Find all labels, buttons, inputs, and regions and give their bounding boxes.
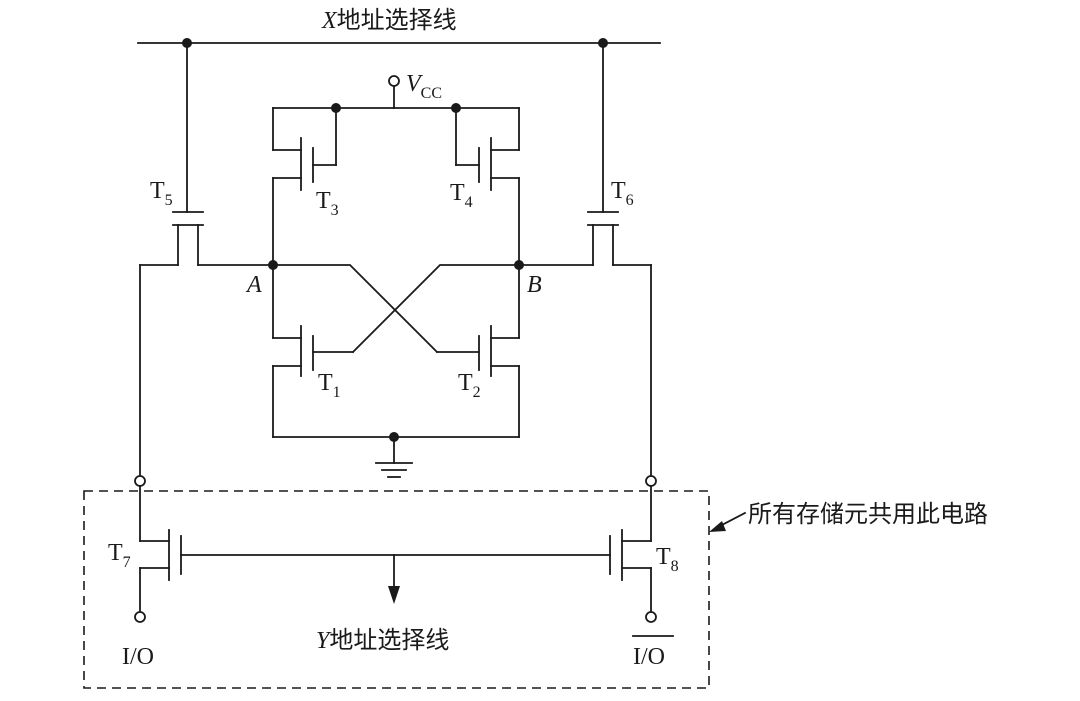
vcc-label: VCC [406, 71, 442, 102]
shared-note-label: 所有存储元共用此电路 [748, 500, 988, 528]
y-line-label: Y地址选择线 [316, 626, 449, 654]
t1-label: T1 [318, 370, 341, 401]
bitline-left-terminal [134, 475, 146, 487]
t4-label: T4 [450, 180, 473, 211]
transistor-t1 [312, 335, 354, 371]
t2-label: T2 [458, 370, 481, 401]
transistor-t6 [518, 42, 652, 477]
node-b-label: B [527, 272, 542, 298]
t8-label: T8 [656, 544, 679, 575]
transistor-t4 [455, 107, 480, 183]
io-right-terminal [645, 611, 657, 623]
x-line-label: X地址选择线 [321, 6, 457, 34]
y-address-line [180, 554, 611, 604]
shared-circuit-box [83, 490, 710, 689]
transistor-t5 [139, 42, 274, 477]
shared-note-arrow [709, 511, 747, 532]
io-left-terminal [134, 611, 146, 623]
t3-label: T3 [316, 188, 339, 219]
t5-label: T5 [150, 178, 173, 209]
left-branch [272, 107, 302, 438]
io-left-label: I/O [122, 644, 154, 670]
transistor-t3 [312, 107, 337, 183]
transistor-t8 [609, 485, 652, 613]
t7-label: T7 [108, 540, 131, 571]
vcc-rail [272, 75, 520, 113]
cross-coupling [272, 264, 520, 354]
bitline-right-terminal [645, 475, 657, 487]
t6-label: T6 [611, 178, 634, 209]
transistor-t7 [139, 485, 182, 613]
node-a-label: A [245, 272, 262, 298]
ground-symbol [272, 432, 520, 478]
transistor-t2 [436, 335, 480, 371]
right-branch [490, 107, 520, 438]
io-right-label: I/O [633, 644, 665, 670]
x-address-line [137, 38, 661, 48]
